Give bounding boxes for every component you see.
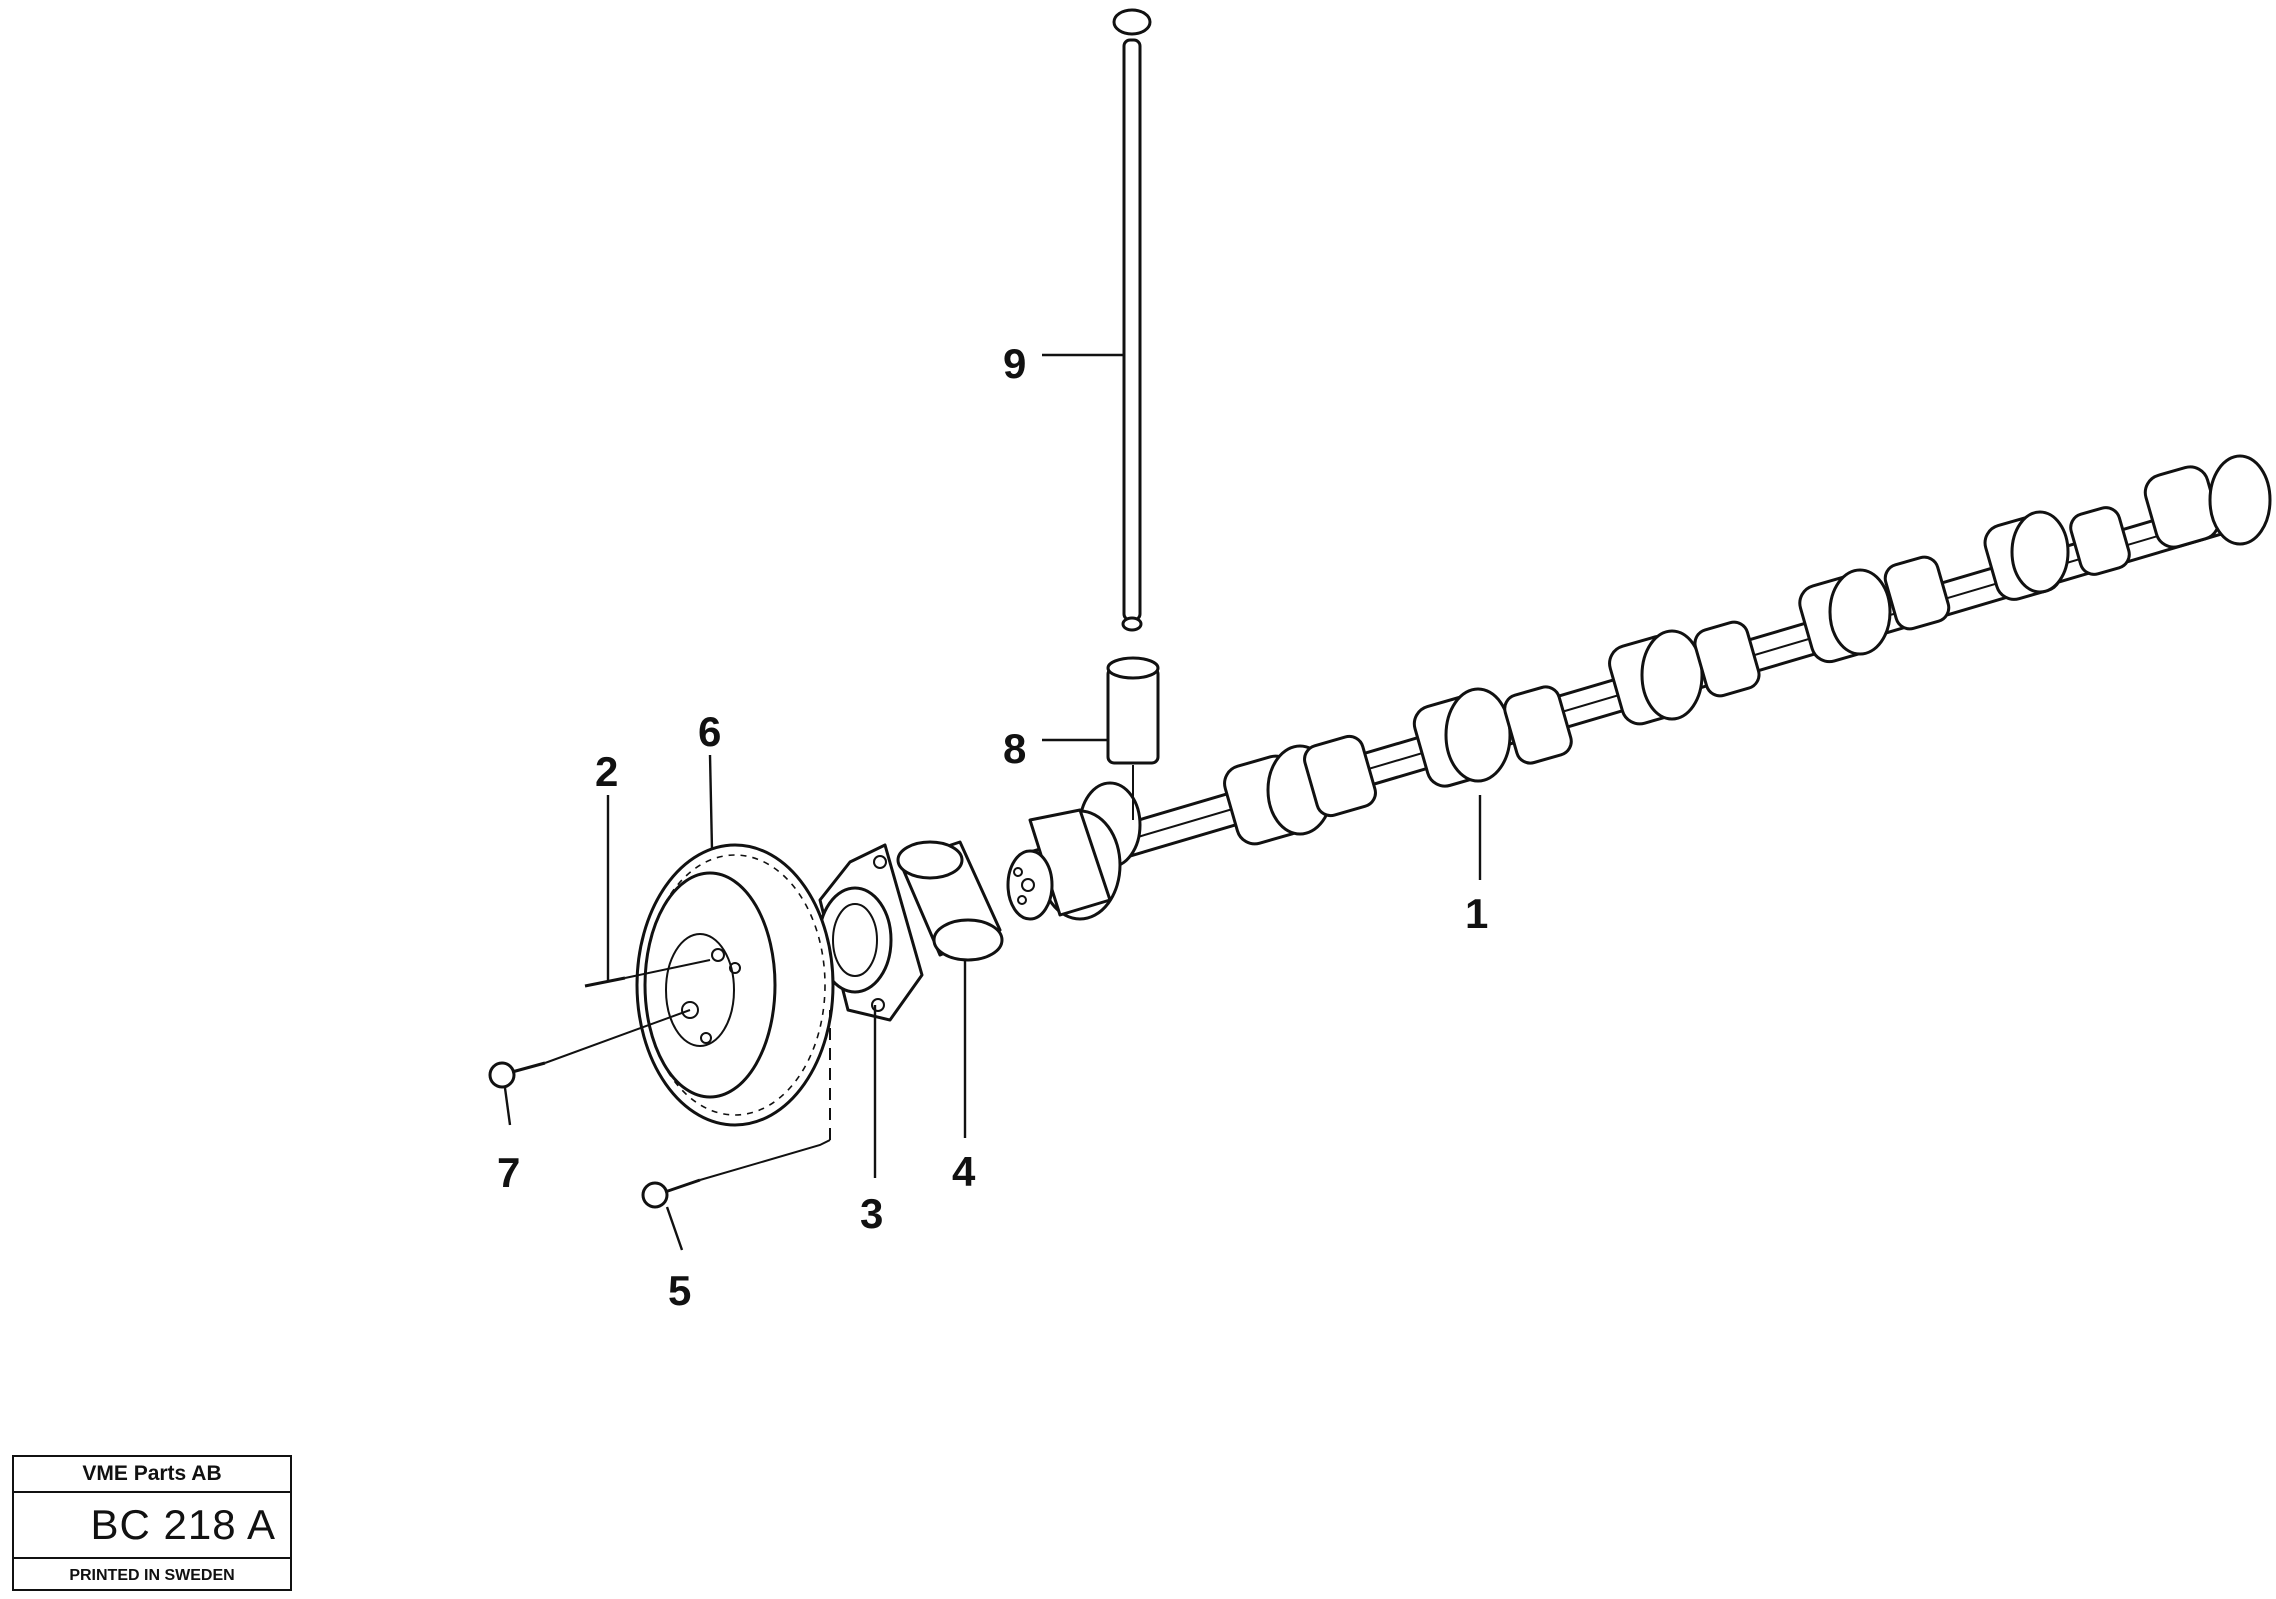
bushing <box>896 840 1004 962</box>
company-name: VME Parts AB <box>14 1457 290 1493</box>
callout-9: 9 <box>1003 340 1026 387</box>
camshaft-gear <box>635 843 835 1127</box>
callout-7: 7 <box>497 1149 520 1196</box>
callout-1: 1 <box>1465 890 1488 937</box>
printed-note: PRINTED IN SWEDEN <box>69 1567 235 1584</box>
flange-bolt <box>641 1010 831 1209</box>
tappet <box>1106 656 1160 820</box>
callout-4: 4 <box>952 1148 976 1195</box>
title-block: VME Parts AB BC 218 A PRINTED IN SWEDEN <box>12 1455 292 1591</box>
leader-lines <box>503 353 1482 1251</box>
thrust-flange <box>817 843 924 1022</box>
gear-bolt <box>488 1009 691 1089</box>
dowel-pin <box>584 959 711 988</box>
drawing-code: BC 218 A <box>14 1493 290 1559</box>
cam-lobes <box>1078 454 2272 869</box>
push-rod <box>1112 8 1152 632</box>
camshaft <box>1006 454 2272 921</box>
callout-6: 6 <box>698 708 721 755</box>
callout-3: 3 <box>860 1190 883 1237</box>
callout-5: 5 <box>668 1267 691 1314</box>
callout-2: 2 <box>595 748 618 795</box>
callout-8: 8 <box>1003 725 1026 772</box>
